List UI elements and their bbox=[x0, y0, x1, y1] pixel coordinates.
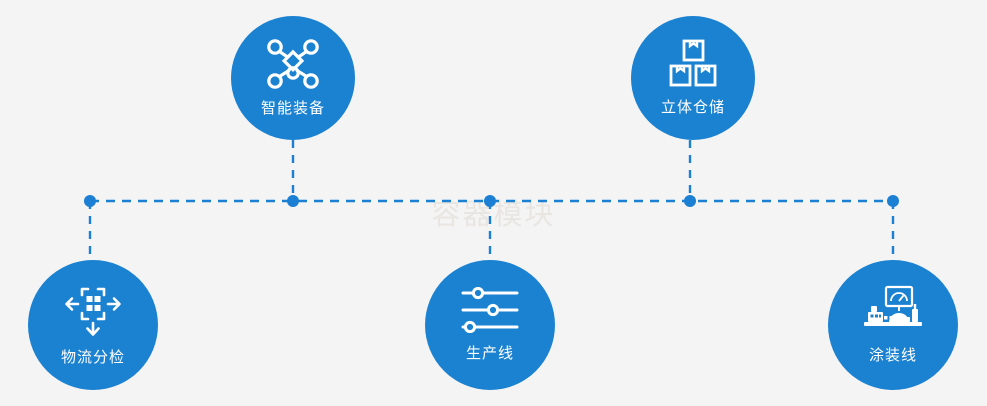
hub-dot-production bbox=[484, 195, 496, 207]
hub-dot-warehouse bbox=[684, 195, 696, 207]
stacked-boxes-icon bbox=[667, 39, 719, 89]
node-warehouse[interactable]: 立体仓储 bbox=[631, 16, 755, 140]
network-nodes-icon bbox=[266, 38, 320, 90]
node-smart-equipment[interactable]: 智能装备 bbox=[231, 16, 355, 140]
node-painting[interactable]: 涂装线 bbox=[828, 260, 958, 390]
node-label: 智能装备 bbox=[260, 100, 325, 117]
node-label: 生产线 bbox=[465, 345, 514, 362]
sliders-icon bbox=[461, 286, 519, 334]
node-label: 物流分检 bbox=[60, 349, 125, 366]
control-panel-icon bbox=[862, 285, 924, 335]
node-label: 涂装线 bbox=[868, 347, 917, 364]
node-production[interactable]: 生产线 bbox=[425, 260, 555, 390]
node-label: 立体仓储 bbox=[660, 99, 725, 116]
hub-dot-painting bbox=[887, 195, 899, 207]
hub-dot-sorting bbox=[84, 195, 96, 207]
sorting-arrows-icon bbox=[64, 283, 122, 337]
node-sorting[interactable]: 物流分检 bbox=[28, 260, 158, 390]
hub-dot-smart bbox=[287, 195, 299, 207]
